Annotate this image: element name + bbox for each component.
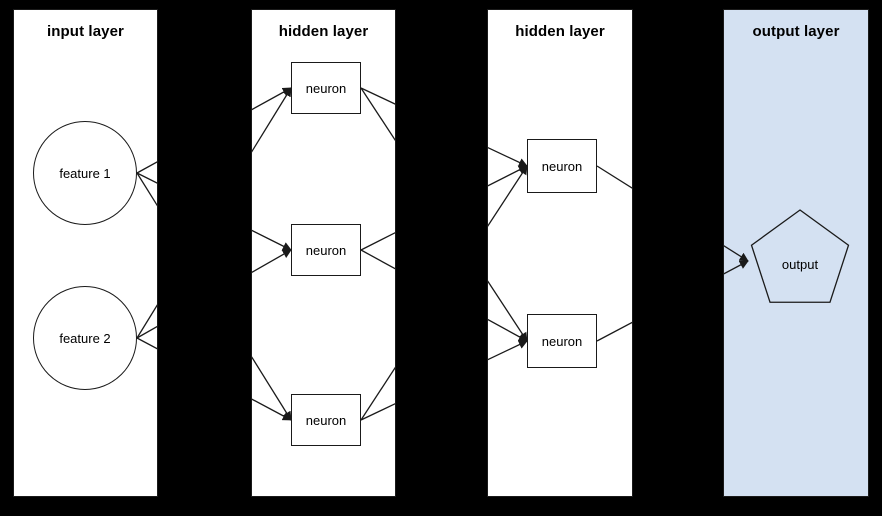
connection-edge [360, 232, 395, 251]
pentagon-shape [750, 209, 850, 303]
connection-edge [360, 403, 395, 421]
connection-edge [360, 87, 395, 105]
gutter-4 [869, 0, 882, 516]
node-hidden-1-neuron-3[interactable]: neuron [291, 394, 361, 446]
panel-edges-input-layer [136, 161, 157, 350]
connection-edge [596, 321, 632, 342]
panel-edges-hidden-layer-1 [252, 87, 395, 421]
node-feature-1[interactable]: feature 1 [33, 121, 137, 225]
node-label: neuron [305, 80, 347, 96]
gutter-1 [158, 0, 251, 516]
connection-edge [360, 249, 395, 270]
connection-edge [252, 356, 292, 421]
node-label: neuron [541, 158, 583, 174]
gutter-3 [633, 0, 723, 516]
connection-edge [136, 172, 157, 184]
layer-title-hidden-layer-1: hidden layer [278, 23, 369, 40]
node-hidden-2-neuron-2[interactable]: neuron [527, 314, 597, 368]
node-hidden-1-neuron-1[interactable]: neuron [291, 62, 361, 114]
panel-edges-hidden-layer-2 [488, 146, 632, 361]
layer-panel-hidden-layer-2[interactable]: hidden layer neuron neuron [487, 9, 633, 497]
node-label: feature 1 [59, 165, 111, 181]
layer-panel-output-layer[interactable]: output layer output [723, 9, 869, 497]
connection-edge [724, 245, 749, 262]
gutter-0 [0, 0, 13, 516]
connection-edge [488, 340, 528, 361]
connection-edge [360, 366, 395, 421]
node-label: neuron [541, 333, 583, 349]
node-hidden-2-neuron-1[interactable]: neuron [527, 139, 597, 193]
layer-panel-hidden-layer-1[interactable]: hidden layer neuron neuron neuron [251, 9, 396, 497]
connection-edge [136, 304, 157, 339]
connection-edge [724, 260, 749, 275]
connection-edge [488, 165, 528, 227]
connection-edge [488, 146, 528, 167]
connection-edge [252, 249, 292, 274]
connection-edge [488, 165, 528, 187]
node-label: neuron [305, 412, 347, 428]
connection-edge [596, 165, 632, 189]
layer-panel-input-layer[interactable]: input layer feature 1 feature 2 [13, 9, 158, 497]
gutter-2 [396, 0, 487, 516]
connection-edge [488, 280, 528, 342]
connection-edge [136, 161, 157, 174]
layer-title-output-layer: output layer [752, 23, 840, 40]
node-label: feature 2 [59, 330, 111, 346]
connection-edge [252, 398, 292, 421]
node-hidden-1-neuron-2[interactable]: neuron [291, 224, 361, 276]
node-output-node[interactable]: output [748, 209, 852, 313]
layer-title-hidden-layer-2: hidden layer [515, 23, 605, 40]
connection-edge [488, 318, 528, 342]
layer-title-input-layer: input layer [47, 23, 124, 40]
connection-edge [136, 325, 157, 339]
connection-edge [136, 172, 157, 207]
connection-edge [252, 87, 292, 153]
band-bottom [0, 497, 882, 516]
connection-edge [252, 87, 292, 111]
node-label: neuron [305, 242, 347, 258]
node-feature-2[interactable]: feature 2 [33, 286, 137, 390]
connection-edge [360, 87, 395, 142]
connection-edge [252, 229, 292, 251]
connection-edge [136, 337, 157, 350]
band-top [0, 0, 882, 9]
node-label: output [781, 256, 819, 272]
